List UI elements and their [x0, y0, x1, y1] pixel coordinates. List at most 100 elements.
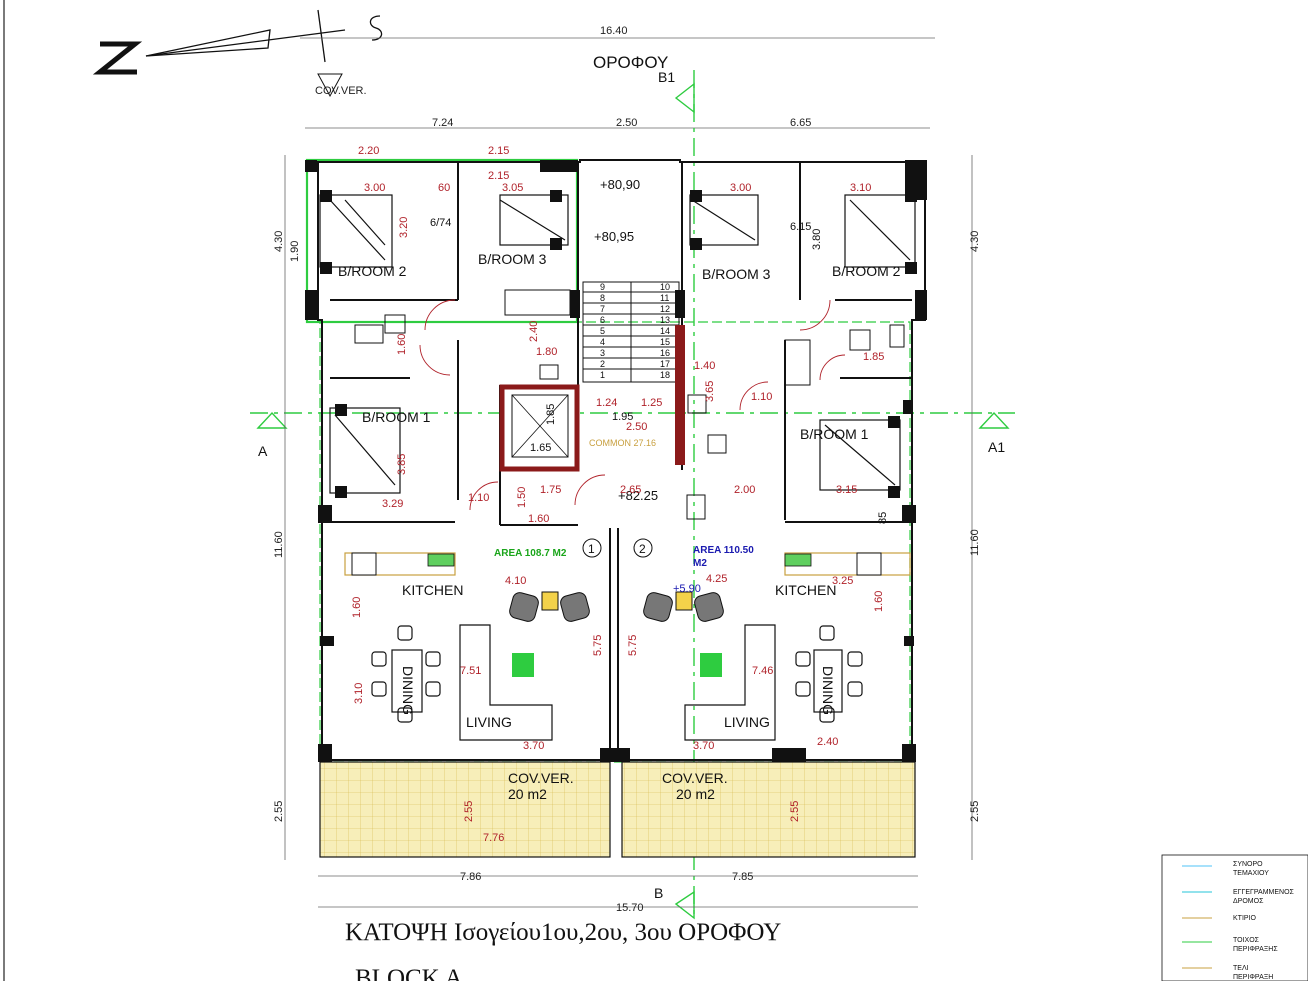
svg-text:2.15: 2.15	[488, 170, 509, 182]
svg-text:3.65: 3.65	[704, 381, 716, 402]
svg-text:2.50: 2.50	[616, 117, 637, 129]
svg-text:3.29: 3.29	[382, 498, 403, 510]
svg-text:6: 6	[600, 315, 605, 325]
room-label-broom2-right: B/ROOM 2	[832, 263, 901, 279]
svg-text:1.60: 1.60	[528, 513, 549, 525]
svg-text:1.40: 1.40	[694, 360, 715, 372]
svg-text:8: 8	[600, 293, 605, 303]
svg-text:6.65: 6.65	[790, 117, 811, 129]
svg-text:1.75: 1.75	[540, 484, 561, 496]
cov-ver-triangle-icon	[317, 73, 343, 98]
structural-columns	[305, 160, 927, 762]
svg-text:13: 13	[660, 315, 670, 325]
bottom-dimensions: 7.86 7.85 15.70	[318, 871, 918, 914]
svg-text:1.50: 1.50	[516, 487, 528, 508]
svg-text:1.60: 1.60	[351, 597, 363, 618]
svg-text:2.40: 2.40	[817, 736, 838, 748]
bathroom-fixtures	[354, 289, 905, 520]
stair-numbers: 9 8 7 6 5 4 3 2 1 10 11 12 13 14 15 16 1…	[600, 282, 670, 380]
lift-shaft	[499, 325, 685, 472]
bed-pillow-icons	[320, 190, 917, 498]
top-sub-dimensions: 7.24 2.50 6.65	[305, 117, 930, 129]
svg-text:3.70: 3.70	[693, 740, 714, 752]
legend-item-3a: ΚΤΙΡΙΟ	[1233, 915, 1257, 922]
common-area-label: COMMON 27.16	[589, 438, 656, 448]
svg-text:5.75: 5.75	[592, 635, 604, 656]
svg-text:1.10: 1.10	[468, 492, 489, 504]
svg-text:3.70: 3.70	[523, 740, 544, 752]
level-label-3: +82.25	[618, 488, 658, 503]
svg-text:2: 2	[600, 359, 605, 369]
svg-text:1: 1	[600, 370, 605, 380]
svg-text:3.05: 3.05	[502, 182, 523, 194]
svg-text:1.25: 1.25	[641, 397, 662, 409]
svg-text:2.55: 2.55	[273, 801, 285, 822]
svg-text:3.10: 3.10	[850, 182, 871, 194]
svg-text:1.60: 1.60	[396, 334, 408, 355]
level-label-1: +80,90	[600, 177, 640, 192]
svg-text:7.46: 7.46	[752, 665, 773, 677]
sofas	[459, 624, 776, 741]
plan-caption-block: BLOCK A	[355, 965, 463, 981]
svg-text:4.25: 4.25	[706, 573, 727, 585]
svg-text:16.40: 16.40	[600, 25, 628, 37]
door-swings	[419, 299, 846, 511]
area-label-left: AREA 108.7 M2	[494, 548, 567, 559]
svg-text:12: 12	[660, 304, 670, 314]
room-label-living-left: LIVING	[466, 714, 512, 730]
room-label-cov-ver-left: COV.VER.	[508, 770, 574, 786]
svg-text:2.50: 2.50	[626, 421, 647, 433]
room-label-broom3-right: B/ROOM 3	[702, 266, 771, 282]
top-overall-dimension: 16.40	[300, 25, 935, 39]
svg-text:11: 11	[660, 293, 669, 303]
svg-text:6.15: 6.15	[790, 221, 811, 233]
svg-text:5.75: 5.75	[627, 635, 639, 656]
svg-text:11.60: 11.60	[273, 531, 285, 558]
cov-ver-top-label: COV.VER.	[315, 85, 367, 97]
svg-text:5: 5	[600, 326, 605, 336]
area-label-right-2: M2	[693, 558, 707, 569]
room-label-kitchen-left: KITCHEN	[402, 582, 463, 598]
legend-item-1b: ΤΕΜΑΧΙΟΥ	[1233, 870, 1269, 877]
room-label-dining-right: DINING	[820, 666, 836, 715]
unit-number-markers: 1 2	[582, 538, 653, 558]
svg-text:16: 16	[660, 348, 670, 358]
section-a1-label: A1	[988, 439, 1005, 455]
svg-text:1.90: 1.90	[289, 241, 301, 262]
legend-item-1a: ΣΥΝΟΡΟ	[1233, 861, 1263, 868]
svg-text:2.00: 2.00	[734, 484, 755, 496]
svg-text:2.55: 2.55	[969, 801, 981, 822]
section-a-label: A	[258, 443, 268, 459]
room-label-cov-ver-right: COV.VER.	[662, 770, 728, 786]
room-label-cov-ver-right-area: 20 m2	[676, 786, 715, 802]
covered-veranda-left	[319, 761, 611, 858]
north-arrow-icon	[92, 9, 383, 75]
covered-veranda-right	[621, 761, 916, 858]
svg-text:7: 7	[600, 304, 605, 314]
right-vertical-dimensions: 4.30 11.60 2.55	[969, 155, 981, 860]
section-line-a: A A1	[250, 411, 1015, 459]
svg-text:15: 15	[660, 337, 670, 347]
room-label-kitchen-right: KITCHEN	[775, 582, 836, 598]
svg-text:3.00: 3.00	[730, 182, 751, 194]
svg-text:1.10: 1.10	[751, 391, 772, 403]
svg-text:2.55: 2.55	[789, 801, 801, 822]
svg-text:3.80: 3.80	[811, 229, 823, 250]
level-label-4: +5.90	[673, 583, 701, 595]
svg-text:9: 9	[600, 282, 605, 292]
legend-item-5a: ΤΕΛΙ	[1233, 965, 1249, 972]
svg-text:3.15: 3.15	[836, 484, 857, 496]
svg-text:3.85: 3.85	[396, 454, 408, 475]
svg-text:15.70: 15.70	[616, 902, 644, 914]
svg-text:3.25: 3.25	[832, 575, 853, 587]
svg-text:1.80: 1.80	[536, 346, 557, 358]
svg-text:2.20: 2.20	[358, 145, 379, 157]
armchairs	[509, 591, 724, 622]
svg-text:18: 18	[660, 370, 670, 380]
room-label-broom3-left: B/ROOM 3	[478, 251, 547, 267]
svg-text:7.24: 7.24	[432, 117, 453, 129]
room-label-cov-ver-left-area: 20 m2	[508, 786, 547, 802]
section-b-label: B	[654, 885, 663, 901]
svg-text:1.60: 1.60	[873, 591, 885, 612]
